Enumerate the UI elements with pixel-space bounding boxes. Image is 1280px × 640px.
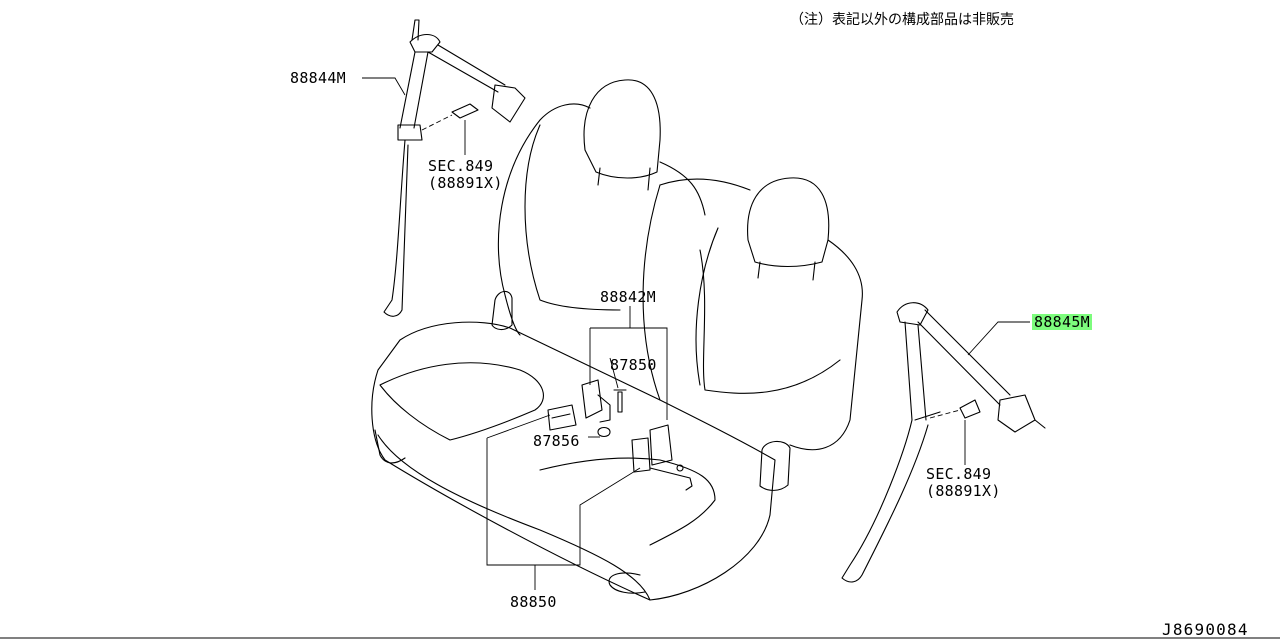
belt-88845m-drawing [841,302,1046,583]
callout-88850[interactable]: 88850 [510,593,557,611]
callout-sec-849-left[interactable]: SEC.849 [428,157,494,175]
rear-seat-drawing [371,79,863,601]
leader-lines [362,77,1030,590]
center-buckle-drawing [547,379,693,491]
callout-88891x-left[interactable]: (88891X) [428,174,503,192]
callout-sec-849-right[interactable]: SEC.849 [926,465,992,483]
diagram-reference-number: J8690084 [1162,620,1249,639]
callout-88891x-right[interactable]: (88891X) [926,482,1001,500]
belt-88844m-drawing [383,19,526,317]
callout-88845m-highlighted[interactable]: 88845M [1032,313,1092,331]
callout-88842m[interactable]: 88842M [600,288,656,306]
callout-87850[interactable]: 87850 [610,356,657,374]
callout-87856[interactable]: 87856 [533,432,580,450]
callout-88844m[interactable]: 88844M [290,69,346,87]
note-text: （注）表記以外の構成部品は非販売 [790,12,1014,28]
